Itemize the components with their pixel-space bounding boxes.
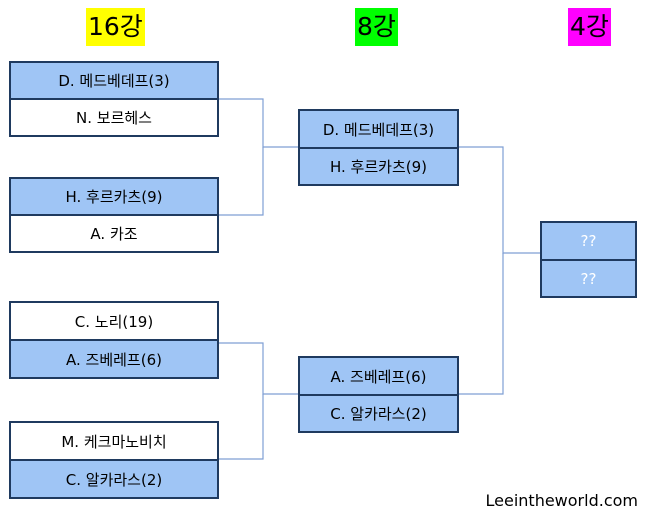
r16-match-3: C. 노리(19) A. 즈베레프(6) [9,301,219,379]
connector-qf-m1 [459,146,541,254]
r16-match-2: H. 후르카츠(9) A. 카조 [9,177,219,253]
qf-match-2-player-bottom: C. 알카라스(2) [298,394,459,433]
watermark-text: Leeintheworld.com [485,491,638,510]
r16-match-2-player-bottom: A. 카조 [9,214,219,253]
connector-r16-m3 [219,342,299,395]
r16-match-2-player-top: H. 후르카츠(9) [9,177,219,216]
qf-match-1: D. 메드베데프(3) H. 후르카츠(9) [298,109,459,186]
r16-match-4: M. 케크마노비치 C. 알카라스(2) [9,421,219,499]
r16-match-1: D. 메드베데프(3) N. 보르헤스 [9,61,219,137]
connector-r16-m1 [219,98,299,148]
connector-r16-m2 [219,147,264,216]
qf-match-2: A. 즈베레프(6) C. 알카라스(2) [298,356,459,433]
sf-match-1-player-top: ?? [540,221,637,261]
r16-match-4-player-top: M. 케크마노비치 [9,421,219,461]
round-label-sf: 4강 [568,8,611,46]
r16-match-1-player-top: D. 메드베데프(3) [9,61,219,100]
sf-match-1: ?? ?? [540,221,637,298]
qf-match-1-player-top: D. 메드베데프(3) [298,109,459,149]
connector-qf-m2 [459,253,504,395]
r16-match-1-player-bottom: N. 보르헤스 [9,98,219,137]
qf-match-2-player-top: A. 즈베레프(6) [298,356,459,396]
round-label-qf: 8강 [355,8,398,46]
r16-match-3-player-bottom: A. 즈베레프(6) [9,339,219,379]
sf-match-1-player-bottom: ?? [540,259,637,298]
qf-match-1-player-bottom: H. 후르카츠(9) [298,147,459,186]
round-label-r16: 16강 [86,8,145,46]
connector-r16-m4 [219,394,264,460]
r16-match-3-player-top: C. 노리(19) [9,301,219,341]
r16-match-4-player-bottom: C. 알카라스(2) [9,459,219,499]
